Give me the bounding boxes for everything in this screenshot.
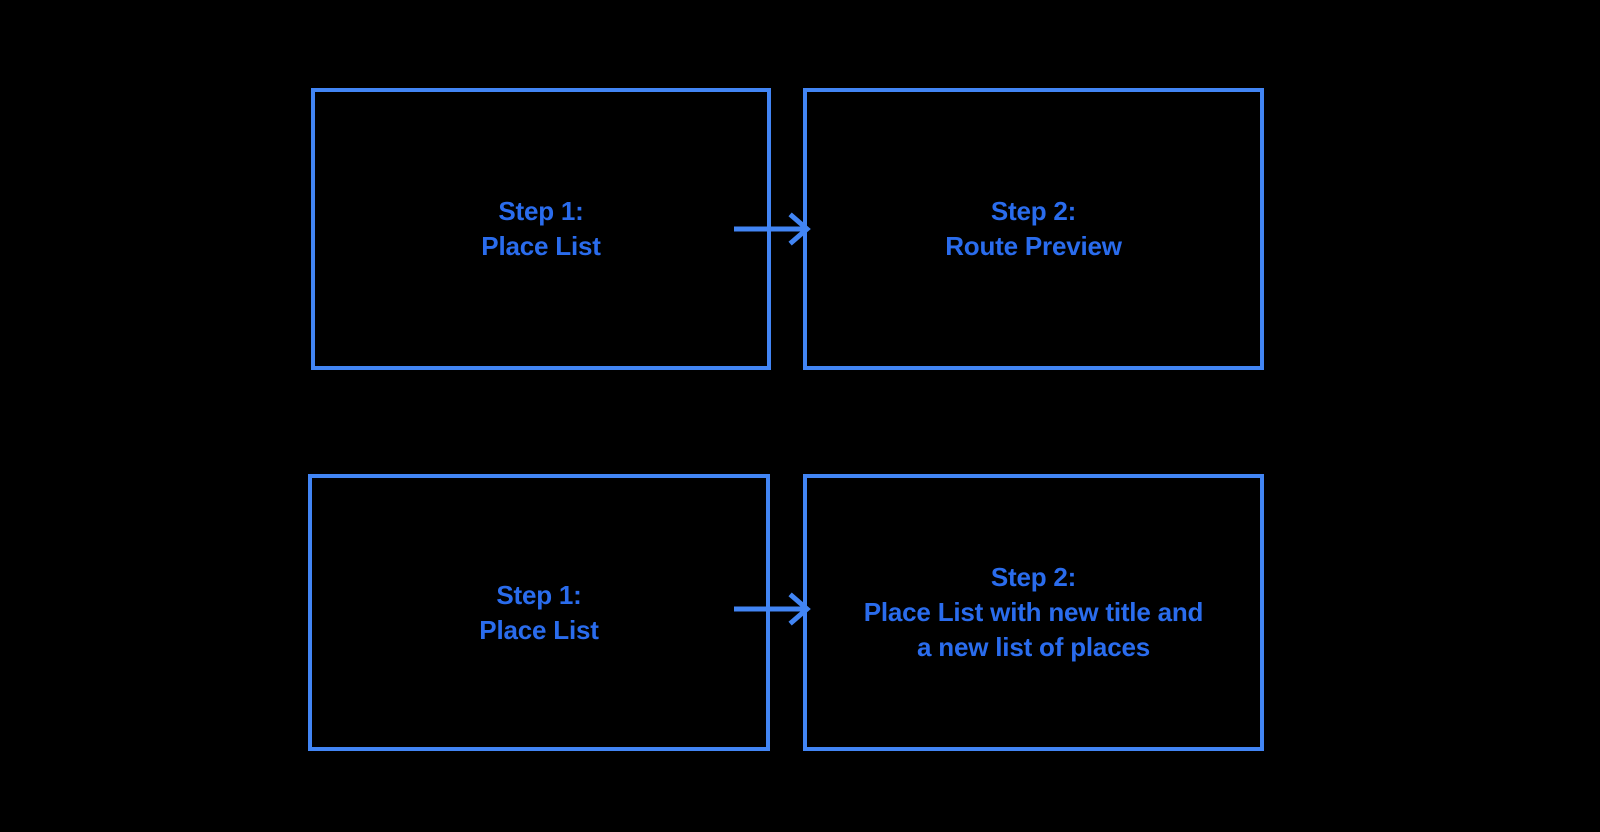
flow-box-label: Step 2: Route Preview <box>945 196 1122 261</box>
arrow-right-icon <box>734 212 811 246</box>
flow-box-label: Step 1: Place List <box>481 196 601 261</box>
arrow-right-icon <box>734 592 811 626</box>
flow-box-label: Step 1: Place List <box>479 579 599 645</box>
flow-box-step1-route-preview[interactable]: Step 1: Place List <box>311 88 771 370</box>
flow-box-step1-new-place-list[interactable]: Step 1: Place List <box>308 474 770 751</box>
flow-box-label: Step 2: Place List with new title and a … <box>863 562 1204 662</box>
flow-box-step2-new-place-list[interactable]: Step 2: Place List with new title and a … <box>803 474 1264 751</box>
flow-box-step2-route-preview[interactable]: Step 2: Route Preview <box>803 88 1264 370</box>
